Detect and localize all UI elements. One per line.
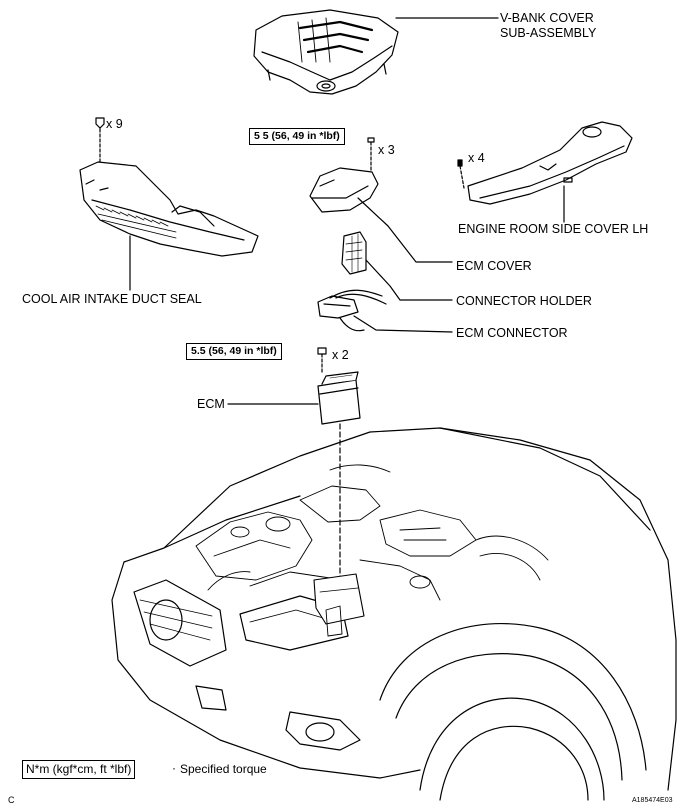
vbank-cover-label-line1: V-BANK COVER	[500, 11, 594, 25]
vehicle-front	[111, 427, 677, 801]
connector-holder-leader	[365, 259, 453, 301]
ecm-cover-leader	[357, 197, 453, 263]
legend-separator: ·	[172, 761, 176, 775]
duct-seal-clip	[95, 117, 105, 165]
ecm-connector-label: ECM CONNECTOR	[456, 326, 568, 340]
ecm-connector-leader	[353, 315, 453, 333]
ecm-label: ECM	[197, 397, 225, 411]
cool-air-intake-duct-seal-label: COOL AIR INTAKE DUCT SEAL	[22, 292, 202, 306]
qty-duct-seal-clips: x 9	[106, 117, 123, 131]
ecm-part	[317, 371, 361, 425]
vbank-cover-label-line2: SUB-ASSEMBLY	[500, 26, 597, 40]
side-cover-clip	[457, 159, 465, 189]
qty-ecm-bolts: x 2	[332, 348, 349, 362]
legend-description: Specified torque	[180, 762, 267, 776]
torque-spec-ecm: 5.5 (56, 49 in *lbf)	[186, 343, 282, 360]
ecm-cover-part	[309, 167, 379, 213]
engine-room-side-cover-label: ENGINE ROOM SIDE COVER LH	[458, 222, 649, 236]
qty-ecm-cover-bolts: x 3	[378, 143, 395, 157]
ecm-cover-bolt	[367, 137, 375, 173]
connector-holder-label: CONNECTOR HOLDER	[456, 294, 592, 308]
qty-side-cover-clips: x 4	[468, 151, 485, 165]
figure-id: A185474E03	[632, 797, 673, 804]
vbank-cover-part	[253, 9, 399, 95]
ecm-cover-label: ECM COVER	[456, 259, 532, 273]
torque-spec-ecm-cover: 5 5 (56, 49 in *lbf)	[249, 128, 345, 145]
footer-code: C	[8, 795, 15, 805]
cool-air-intake-duct-seal-part	[79, 161, 259, 257]
connector-holder-part	[341, 231, 367, 275]
engine-room-side-cover-part	[467, 121, 633, 205]
ecm-connector-part	[317, 289, 387, 332]
ecm-bolt	[317, 347, 327, 375]
legend-torque-unit-box: N*m (kgf*cm, ft *lbf)	[22, 760, 136, 779]
